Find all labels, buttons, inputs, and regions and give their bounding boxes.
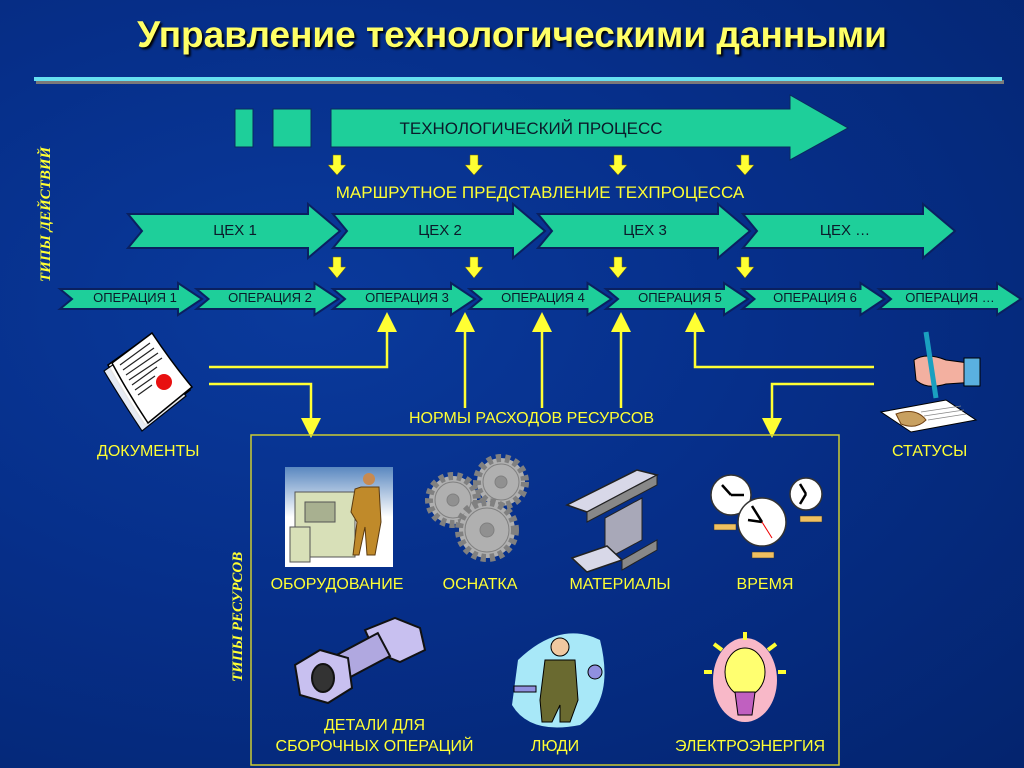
resource-parts-label-line1: ДЕТАЛИ ДЛЯ — [323, 717, 426, 734]
down-arrow-icon — [735, 256, 755, 279]
machine-tool-icon — [285, 467, 393, 567]
operation-label[interactable]: ОПЕРАЦИЯ 3 — [365, 290, 449, 305]
workshop-chevrons — [125, 201, 957, 261]
gears-icon — [425, 454, 529, 562]
operation-label[interactable]: ОПЕРАЦИЯ 1 — [93, 290, 177, 305]
title-divider — [34, 77, 1002, 81]
operation-label[interactable]: ОПЕРАЦИЯ … — [905, 290, 995, 305]
workshop-chevron[interactable] — [330, 201, 547, 261]
operation-chevrons — [57, 281, 1023, 317]
process-arrow — [330, 94, 850, 161]
workshop-chevron[interactable] — [125, 201, 342, 261]
bolt-nut-icon — [293, 616, 427, 705]
worker-icon — [512, 633, 605, 728]
light-bulb-icon — [704, 632, 786, 722]
operation-label[interactable]: ОПЕРАЦИЯ 6 — [773, 290, 857, 305]
page-title: Управление технологическими данными — [137, 14, 887, 55]
resource-parts-label-line2: СБОРОЧНЫХ ОПЕРАЦИЙ — [275, 738, 474, 755]
norms-label: НОРМЫ РАСХОДОВ РЕСУРСОВ — [409, 410, 654, 427]
process-label: ТЕХНОЛОГИЧЕСКИЙ ПРОЦЕСС — [399, 119, 663, 138]
down-arrow-icon — [608, 256, 628, 279]
operation-label[interactable]: ОПЕРАЦИЯ 4 — [501, 290, 585, 305]
connector-lines — [209, 312, 874, 438]
workshop-label[interactable]: ЦЕХ 1 — [213, 222, 257, 239]
down-arrows-row2 — [327, 256, 755, 279]
operation-label[interactable]: ОПЕРАЦИЯ 5 — [638, 290, 722, 305]
docs-to-operation-line — [209, 312, 397, 369]
down-arrow-icon — [327, 256, 347, 279]
process-block-small-2 — [272, 108, 312, 148]
documents-label: ДОКУМЕНТЫ — [97, 443, 200, 460]
resource-equipment-label: ОБОРУДОВАНИЕ — [270, 576, 404, 593]
process-block-small-1 — [234, 108, 254, 148]
resource-people-label: ЛЮДИ — [530, 738, 580, 755]
operation-chevron[interactable] — [739, 281, 887, 317]
operation-chevron[interactable] — [466, 281, 614, 317]
resource-electricity-label: ЭЛЕКТРОЭНЕРГИЯ — [674, 738, 826, 755]
down-arrow-icon — [327, 154, 347, 176]
resource-time-label: ВРЕМЯ — [736, 576, 794, 593]
signing-hand-icon — [879, 331, 981, 433]
i-beam-icon — [565, 469, 660, 573]
down-arrow-icon — [735, 154, 755, 176]
docs-to-resources-line — [209, 382, 321, 438]
route-label: МАРШРУТНОЕ ПРЕДСТАВЛЕНИЕ ТЕХПРОЦЕССА — [335, 183, 745, 202]
resource-tooling-label: ОСНАТКА — [442, 576, 518, 593]
workshop-label[interactable]: ЦЕХ 2 — [418, 222, 462, 239]
down-arrow-icon — [464, 154, 484, 176]
statuses-to-operation-line — [685, 312, 874, 369]
statuses-to-resources-line — [762, 382, 874, 438]
document-icon — [103, 331, 194, 432]
workshop-label[interactable]: ЦЕХ 3 — [623, 222, 667, 239]
workshop-chevron[interactable] — [535, 201, 752, 261]
operation-chevron[interactable] — [603, 281, 750, 317]
down-arrow-icon — [464, 256, 484, 279]
down-arrows-row1 — [327, 154, 755, 176]
clocks-icon — [710, 474, 823, 559]
operation-chevron[interactable] — [330, 281, 477, 317]
operation-chevron[interactable] — [57, 281, 204, 317]
resource-types-label: ТИПЫ РЕСУРСОВ — [230, 551, 246, 682]
down-arrow-icon — [608, 154, 628, 176]
resource-materials-label: МАТЕРИАЛЫ — [569, 576, 671, 593]
workshop-label[interactable]: ЦЕХ … — [819, 222, 871, 239]
statuses-label: СТАТУСЫ — [892, 443, 968, 460]
operation-chevron[interactable] — [876, 281, 1023, 317]
workshop-chevron[interactable] — [740, 201, 957, 261]
operation-label[interactable]: ОПЕРАЦИЯ 2 — [228, 290, 312, 305]
action-types-label: ТИПЫ ДЕЙСТВИЙ — [38, 146, 54, 282]
resources-box — [250, 434, 840, 766]
operation-chevron[interactable] — [193, 281, 341, 317]
